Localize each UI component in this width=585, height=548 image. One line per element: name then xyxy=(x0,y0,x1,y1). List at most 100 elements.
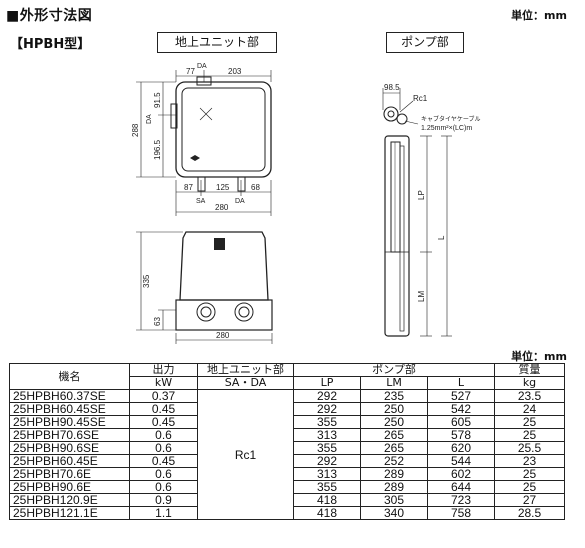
cell-mass: 23 xyxy=(494,454,565,468)
cell-l: 602 xyxy=(427,467,495,481)
cell-lp: 418 xyxy=(293,506,361,520)
cell-model: 25HPBH60.45E xyxy=(9,454,130,468)
cell-lm: 265 xyxy=(360,441,428,455)
header-mass-unit: kg xyxy=(494,376,565,390)
cable-label-line2: 1.25mm²×(LC)m xyxy=(421,125,472,132)
header-mass: 質量 xyxy=(494,363,565,377)
ground-unit-view-label: 地上ユニット部 xyxy=(157,32,277,53)
cell-l: 723 xyxy=(427,493,495,507)
cell-lm: 340 xyxy=(360,506,428,520)
cell-lm: 289 xyxy=(360,467,428,481)
dim-63: 63 xyxy=(153,317,162,326)
cell-output: 0.6 xyxy=(129,441,198,455)
ground-top-dim-labels: 77 DA 203 91.5 196.5 288 DA 87 125 68 SA… xyxy=(131,63,260,212)
label-sa: SA xyxy=(196,198,206,205)
header-l: L xyxy=(427,376,495,390)
cell-l: 758 xyxy=(427,506,495,520)
header-ground: 地上ユニット部 xyxy=(197,363,294,377)
label-l: L xyxy=(437,235,446,240)
cell-model: 25HPBH121.1E xyxy=(9,506,130,520)
cell-l: 620 xyxy=(427,441,495,455)
spec-table: 機名 出力 地上ユニット部 ポンプ部 質量 kW SA・DA LP LM L k… xyxy=(9,363,565,520)
cell-mass: 25 xyxy=(494,467,565,481)
dim-196-5: 196.5 xyxy=(153,139,162,160)
dim-203: 203 xyxy=(228,67,242,76)
dim-280: 280 xyxy=(215,203,229,212)
cell-output: 1.1 xyxy=(129,506,198,520)
pump-view-label: ポンプ部 xyxy=(386,32,464,53)
cell-model: 25HPBH90.6E xyxy=(9,480,130,494)
cell-sa-da: Rc1 xyxy=(197,389,294,520)
cell-output: 0.45 xyxy=(129,402,198,416)
cell-mass: 28.5 xyxy=(494,506,565,520)
header-lm: LM xyxy=(360,376,428,390)
cell-lm: 250 xyxy=(360,415,428,429)
cell-lp: 313 xyxy=(293,428,361,442)
cell-lm: 235 xyxy=(360,389,428,403)
cell-l: 578 xyxy=(427,428,495,442)
cell-lp: 292 xyxy=(293,389,361,403)
dim-77: 77 xyxy=(186,67,195,76)
unit-label-table: 単位：mm xyxy=(511,350,567,363)
cell-model: 25HPBH60.37SE xyxy=(9,389,130,403)
cell-model: 25HPBH90.45SE xyxy=(9,415,130,429)
cell-output: 0.37 xyxy=(129,389,198,403)
dim-125: 125 xyxy=(216,183,230,192)
dim-91-5: 91.5 xyxy=(153,92,162,108)
dim-98-5: 98.5 xyxy=(384,83,400,92)
header-sa-da: SA・DA xyxy=(197,376,294,390)
cell-mass: 25.5 xyxy=(494,441,565,455)
cell-lm: 305 xyxy=(360,493,428,507)
dim-280-front: 280 xyxy=(216,331,230,340)
cell-l: 527 xyxy=(427,389,495,403)
dim-68: 68 xyxy=(251,183,260,192)
cell-model: 25HPBH90.6SE xyxy=(9,441,130,455)
header-model: 機名 xyxy=(9,363,130,390)
ground-unit-top-view xyxy=(136,70,272,216)
cell-model: 25HPBH120.9E xyxy=(9,493,130,507)
ground-unit-front-view xyxy=(136,231,273,344)
cell-l: 542 xyxy=(427,402,495,416)
cell-model: 25HPBH70.6E xyxy=(9,467,130,481)
dim-87: 87 xyxy=(184,183,193,192)
model-label: 【HPBH型】 xyxy=(10,37,91,52)
cell-output: 0.6 xyxy=(129,467,198,481)
cell-output: 0.45 xyxy=(129,415,198,429)
cell-lm: 250 xyxy=(360,402,428,416)
dimension-drawing: 77 DA 203 91.5 196.5 288 DA 87 125 68 SA… xyxy=(131,63,480,344)
cell-mass: 25 xyxy=(494,480,565,494)
dim-335: 335 xyxy=(142,274,151,288)
ground-front-dim-labels: 335 63 280 xyxy=(142,274,230,340)
cell-lp: 418 xyxy=(293,493,361,507)
cell-output: 0.6 xyxy=(129,480,198,494)
header-output-unit: kW xyxy=(129,376,198,390)
pump-dim-labels: 98.5 Rc1 キャブタイヤケーブル 1.25mm²×(LC)m LP L L… xyxy=(384,83,480,302)
cell-l: 644 xyxy=(427,480,495,494)
cell-lm: 252 xyxy=(360,454,428,468)
label-lm: LM xyxy=(417,291,426,302)
dim-top-da: DA xyxy=(197,63,207,70)
cell-lp: 313 xyxy=(293,467,361,481)
cell-l: 544 xyxy=(427,454,495,468)
cell-output: 0.9 xyxy=(129,493,198,507)
page-title: ■外形寸法図 xyxy=(6,8,93,24)
label-rc1: Rc1 xyxy=(413,94,428,103)
cell-lp: 292 xyxy=(293,402,361,416)
dim-288: 288 xyxy=(131,123,140,137)
cell-mass: 23.5 xyxy=(494,389,565,403)
header-pump: ポンプ部 xyxy=(293,363,495,377)
cell-mass: 25 xyxy=(494,415,565,429)
pump-view xyxy=(382,88,452,337)
cell-lp: 355 xyxy=(293,415,361,429)
cell-model: 25HPBH60.45SE xyxy=(9,402,130,416)
cell-mass: 24 xyxy=(494,402,565,416)
header-output: 出力 xyxy=(129,363,198,377)
cell-output: 0.6 xyxy=(129,428,198,442)
